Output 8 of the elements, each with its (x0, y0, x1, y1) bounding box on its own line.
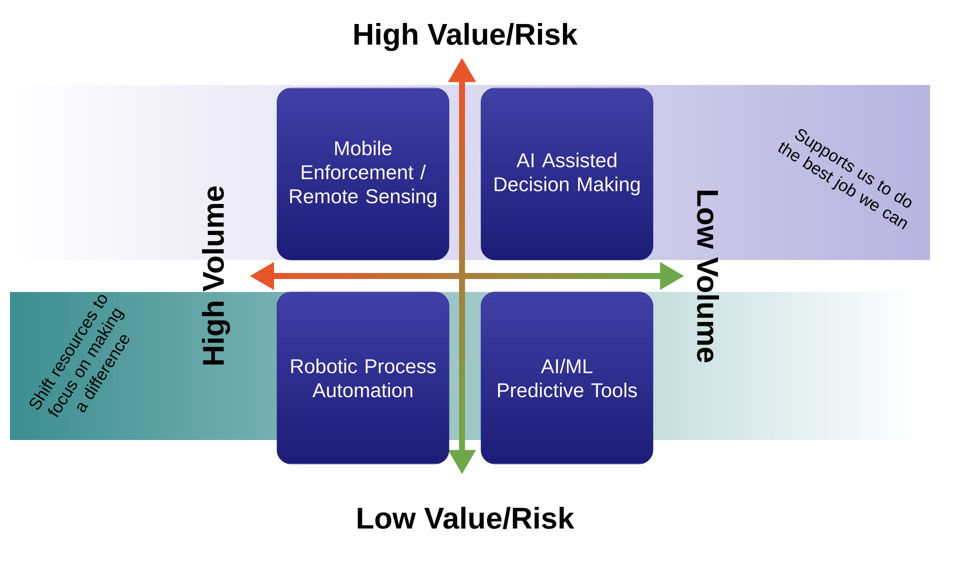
axis-label: High Volume (202, 186, 230, 365)
quadrant-box: AI Assisted Decision Making (480, 88, 654, 260)
quadrant-box: Mobile Enforcement / Remote Sensing (276, 88, 450, 260)
axis-label: Low Value/Risk (358, 506, 574, 530)
axis-label: High Value/Risk (354, 22, 578, 52)
quadrant-box: Robotic Process Automation (276, 292, 450, 464)
axis-label: Low Volume (696, 190, 720, 362)
quadrant-box: AI/ML Predictive Tools (480, 292, 654, 464)
